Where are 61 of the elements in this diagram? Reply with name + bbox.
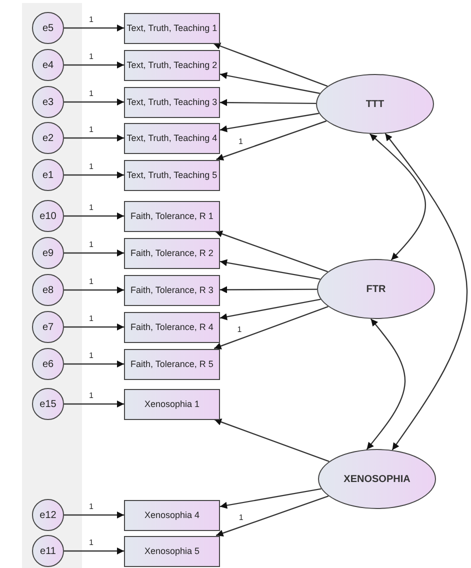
arrow <box>220 99 316 106</box>
arrow <box>64 286 124 294</box>
arrow <box>214 306 328 350</box>
arrow <box>64 360 124 368</box>
observed-variable-box: Xenosophia 1 <box>124 388 220 420</box>
edge-label: 1 <box>88 351 94 360</box>
observed-variable-box: Faith, Tolerance, R 2 <box>124 238 220 268</box>
observed-variable-box: Xenosophia 5 <box>124 536 220 566</box>
arrow <box>64 400 124 408</box>
arrow <box>213 42 328 87</box>
edge-label: 1 <box>88 125 94 134</box>
arrow <box>214 418 330 462</box>
edge-label: 1 <box>88 314 94 323</box>
arrow <box>64 324 124 330</box>
arrow <box>220 112 320 132</box>
observed-variable-box: Xenosophia 4 <box>124 500 220 530</box>
latent-variable-ellipse: FTR <box>317 259 435 319</box>
covariance-arrow <box>384 133 468 450</box>
edge-label: 1 <box>88 538 94 547</box>
arrow <box>64 512 124 518</box>
arrow <box>220 259 320 280</box>
observed-variable-box: Faith, Tolerance, R 4 <box>124 312 220 342</box>
latent-variable-ellipse: TTT <box>316 74 434 134</box>
observed-variable-box: Text, Truth, Teaching 1 <box>124 12 220 44</box>
arrow <box>216 120 327 160</box>
observed-variable-box: Text, Truth, Teaching 4 <box>124 122 220 154</box>
edge-label: 1 <box>88 502 94 511</box>
arrow <box>64 98 124 106</box>
edge-label: 1 <box>238 137 244 146</box>
covariance-arrow <box>369 133 426 260</box>
observed-variable-box: Faith, Tolerance, R 5 <box>124 348 220 380</box>
observed-variable-box: Text, Truth, Teaching 5 <box>124 160 220 190</box>
arrow <box>64 134 124 142</box>
edge-label: 1 <box>88 391 94 400</box>
edge-label: 1 <box>236 325 243 334</box>
arrow <box>220 488 322 509</box>
edge-label: 1 <box>88 277 94 286</box>
edge-label: 1 <box>88 162 94 171</box>
observed-variable-box: Faith, Tolerance, R 1 <box>124 200 220 232</box>
arrow <box>215 230 328 272</box>
arrow <box>64 172 124 178</box>
arrow <box>220 298 321 320</box>
edge-label: 1 <box>88 15 94 24</box>
arrow <box>64 24 124 32</box>
observed-variable-box: Text, Truth, Teaching 3 <box>124 86 220 118</box>
arrow <box>64 62 124 68</box>
arrow <box>64 212 124 220</box>
covariance-arrow <box>366 318 406 450</box>
edge-label: 1 <box>88 89 94 98</box>
observed-variable-box: Faith, Tolerance, R 3 <box>124 274 220 306</box>
latent-variable-ellipse: XENOSOPHIA <box>318 449 436 509</box>
arrow <box>220 286 317 294</box>
edge-label: 1 <box>88 240 94 249</box>
edge-label: 1 <box>88 52 94 61</box>
observed-variable-box: Text, Truth, Teaching 2 <box>124 50 220 80</box>
edge-label: 1 <box>238 512 244 522</box>
edge-label: 1 <box>88 203 94 212</box>
arrow <box>220 72 320 94</box>
arrow <box>64 250 124 256</box>
arrow <box>64 548 124 554</box>
arrow <box>216 495 329 536</box>
